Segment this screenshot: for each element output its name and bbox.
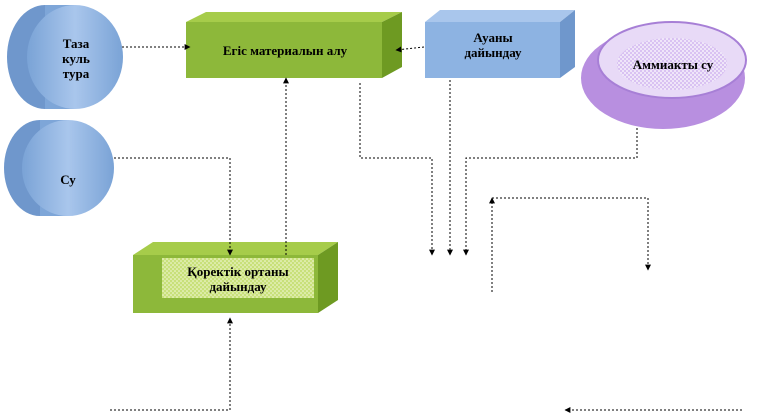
arrow-seed-down [359,83,435,256]
water-label: Су [60,172,76,187]
ammonia-water-ellipse [581,21,747,129]
air-prep-label: Ауаны дайындау [464,30,522,60]
arrow-water-to-nutrient [114,157,233,256]
pure-culture-cylinder [7,5,123,109]
seed-material-box [186,12,402,78]
arrow-air-to-seed [395,46,425,53]
water-cylinder [4,120,114,216]
ammonia-water-label: Аммиакты су [632,57,714,72]
connectors [110,44,742,413]
air-prep-box [425,10,575,78]
arrow-ammonia-down [463,128,638,256]
nutrient-prep-box [133,242,338,313]
arrow-right-down [492,197,651,271]
pure-culture-label: Таза куль тура [62,36,90,81]
seed-material-label: Егіс материалын алу [222,43,348,58]
nutrient-prep-label: Қоректік ортаны дайындау [187,264,289,294]
